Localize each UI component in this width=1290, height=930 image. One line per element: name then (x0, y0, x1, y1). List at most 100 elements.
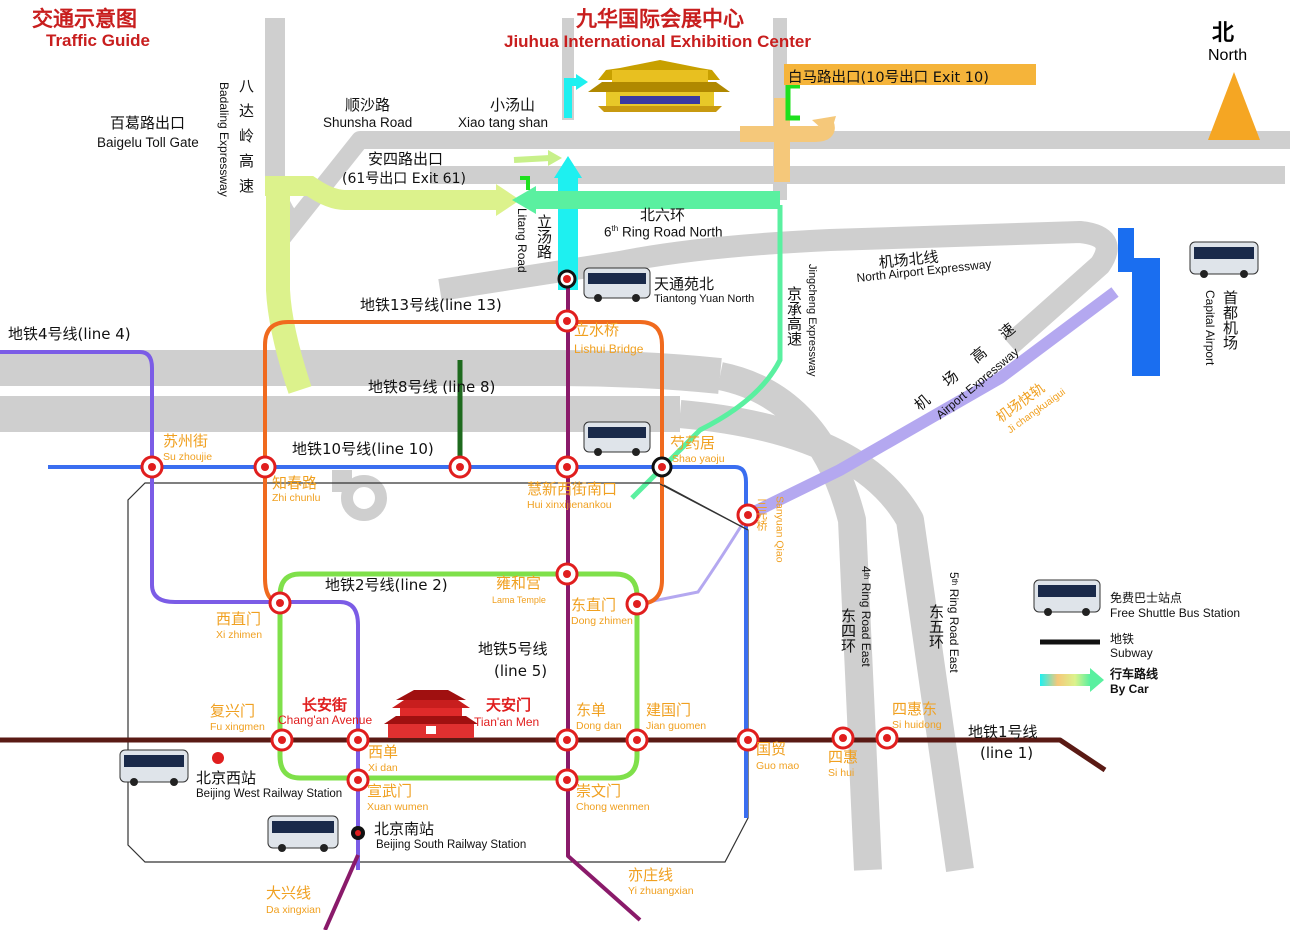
dongdan-en: Dong dan (576, 720, 622, 732)
jingcheng-en: Jingcheng Expressway (806, 264, 818, 377)
road-shunsha (274, 131, 1290, 244)
sihuidong-en: Si huidong (892, 719, 942, 731)
station-dongzhimen (625, 592, 649, 616)
car-routes (265, 74, 836, 500)
line13-label: 地铁13号线(line 13) (360, 296, 502, 314)
exhibition-center-icon (588, 60, 730, 112)
dongzhimen-en: Dong zhimen (571, 615, 633, 627)
shunsha-en: Shunsha Road (323, 115, 413, 130)
suzhoujie-cn: 苏州街 (163, 432, 209, 450)
route-lime-exit61 (265, 176, 500, 210)
ansi-en: (61号出口 Exit 61) (342, 171, 466, 187)
line1-label-cn: 地铁1号线 (968, 723, 1038, 741)
huixin-en: Hui xinxijienankou (527, 499, 612, 511)
line8-label: 地铁8号线 (line 8) (368, 378, 496, 396)
changanjie-cn: 长安街 (302, 696, 348, 714)
station-xidan (346, 728, 370, 752)
line4-label: 地铁4号线(line 4) (8, 325, 131, 343)
xuanwumen-cn: 宣武门 (367, 782, 413, 800)
jianguomen-en: Jian guomen (646, 720, 707, 732)
line1-label-en: (line 1) (980, 744, 1034, 762)
station-suzhoujie (140, 455, 164, 479)
route-cyan-arrow (554, 156, 582, 178)
station-yonghegong (555, 562, 579, 586)
line-sanyuan-tail (659, 483, 749, 531)
xizhimen-en: Xi zhimen (216, 629, 263, 641)
route-lime-small-arrow (548, 150, 562, 166)
station-sanyuanqiao (736, 503, 760, 527)
zhichunlu-en: Zhi chunlu (272, 492, 321, 504)
stations (140, 269, 899, 840)
venue-title-en: Jiuhua International Exhibition Center (504, 32, 811, 51)
map-title-cn: 交通示意图 (32, 6, 137, 31)
badaling-cn: 八达岭高速 (237, 78, 255, 203)
station-lishui (555, 309, 579, 333)
station-line8-junction (448, 455, 472, 479)
bjsouth-en: Beijing South Railway Station (376, 839, 527, 851)
station-dongdan (555, 728, 579, 752)
line-daxing (323, 854, 360, 930)
station-tiantong (557, 269, 577, 289)
sihui-en: Si hui (828, 767, 855, 779)
xiaotangshan-en: Xiao tang shan (458, 115, 549, 130)
legend-car-en: By Car (1110, 682, 1149, 696)
tiananmen-en: Tian'an Men (474, 715, 540, 729)
route-lime-small (513, 155, 551, 163)
station-sihui (831, 726, 855, 750)
route-mint-jingcheng (630, 205, 783, 500)
bus-legend (1033, 579, 1101, 616)
line2-label: 地铁2号线(line 2) (325, 576, 448, 594)
bus-bjwest (119, 749, 189, 786)
bus-icons (119, 241, 1259, 852)
litang-en: Litang Road (515, 208, 529, 273)
airport-express-rail (745, 287, 1119, 521)
tiantong-en: Tiantong Yuan North (654, 293, 755, 305)
map-title-en: Traffic Guide (46, 31, 150, 50)
guomao-en: Guo mao (756, 760, 800, 772)
line10-label: 地铁10号线(line 10) (292, 440, 434, 458)
airport-rail-link (637, 514, 750, 606)
bus-airport (1189, 241, 1259, 278)
ring5-en: 5th Ring Road East (947, 572, 961, 673)
legend-car-arrow (1090, 668, 1104, 692)
changanjie-en: Chang'an Avenue (278, 713, 373, 727)
route-lime-badaling (266, 182, 312, 394)
route-orange-arrow (812, 116, 836, 136)
legend-bus-en: Free Shuttle Bus Station (1110, 606, 1241, 620)
sihuidong-cn: 四惠东 (892, 700, 938, 718)
legend-car-swatch (1040, 674, 1090, 686)
lishui-cn: 立水桥 (574, 321, 620, 339)
suzhoujie-en: Su zhoujie (163, 451, 213, 463)
legend-bus-cn: 免费巴士站点 (1110, 591, 1183, 605)
tiananmen-cn: 天安门 (486, 696, 532, 714)
station-xizhimen (268, 591, 292, 615)
bus-shaoyaoju (583, 421, 651, 456)
legend-car-cn: 行车路线 (1110, 667, 1159, 681)
yizhuang-cn: 亦庄线 (628, 866, 674, 884)
legend-subway-en: Subway (1110, 646, 1153, 660)
sanyuanqiao-cn: 三元桥 (755, 498, 768, 531)
station-fuxingmen (270, 728, 294, 752)
compass-en: North (1208, 47, 1248, 64)
zhichunlu-cn: 知春路 (272, 474, 318, 492)
station-guomao (736, 728, 760, 752)
route-cyan-xiaotang (564, 78, 578, 118)
chongwenmen-en: Chong wenmen (576, 801, 650, 813)
line5-label-cn: 地铁5号线 (478, 640, 548, 658)
jingcheng-cn: 京承高速 (785, 286, 803, 346)
route-mint-arrow (512, 186, 536, 214)
road-north-airport (438, 221, 1118, 354)
guomao-cn: 国贸 (756, 740, 787, 758)
ring4-en: 4th Ring Road East (859, 566, 873, 667)
capital-cn: 首都机场 (1221, 290, 1239, 350)
daxing-cn: 大兴线 (266, 884, 312, 902)
litang-cn: 立汤路 (535, 214, 553, 259)
route-green-hook2 (520, 176, 530, 190)
station-xuanwumen (346, 768, 370, 792)
ring6-cn: 北六环 (640, 206, 686, 224)
station-huixin (555, 455, 579, 479)
bus-tiantong (583, 267, 651, 302)
huixin-cn: 慧新西街南口 (527, 480, 618, 498)
line-2 (277, 571, 640, 781)
